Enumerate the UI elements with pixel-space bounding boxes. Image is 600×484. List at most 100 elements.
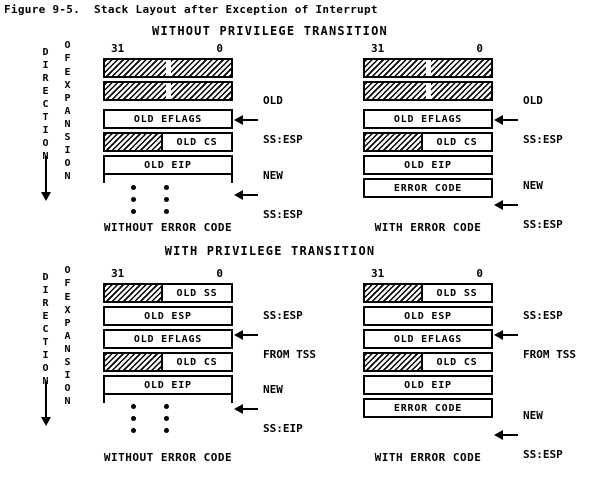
pointer-label-line: NEW — [263, 169, 283, 182]
hatch-fill — [430, 60, 491, 76]
bit-31-label: 31 — [111, 267, 125, 280]
stack-row-unused — [363, 81, 493, 101]
pointer-label-line: SS:ESP — [263, 133, 303, 146]
stack-row-old-cs: OLD CS — [363, 352, 493, 372]
pointer-label-line: NEW — [263, 383, 283, 396]
hatch-gap — [425, 83, 431, 99]
hatch-gap — [165, 83, 171, 99]
dot — [164, 428, 169, 433]
pointer-label-line: OLD — [523, 94, 543, 107]
pointer-label: NEW SS:ESP — [523, 153, 576, 257]
hatch-fill — [170, 83, 231, 99]
old-ss-label: OLD SS — [176, 287, 218, 299]
left-arrow-icon — [234, 404, 258, 414]
pointer-label: OLD SS:ESP — [263, 68, 316, 172]
stack-row-old-eip: OLD EIP — [103, 155, 233, 175]
diagram-caption: WITH ERROR CODE — [374, 451, 482, 464]
pointer-label: SS:ESP FROM TSS — [523, 283, 576, 387]
pointer-label-line: NEW — [523, 179, 543, 192]
stack-row-old-eflags: OLD EFLAGS — [363, 109, 493, 129]
stack-row-old-eip: OLD EIP — [363, 375, 493, 395]
stack-row-old-eip: OLD EIP — [103, 375, 233, 395]
bit-31-label: 31 — [111, 42, 125, 55]
expansion-label: EXPANSION — [62, 292, 73, 409]
dot — [164, 404, 169, 409]
pointer-label-line: SS:ESP — [523, 133, 563, 146]
stack-row-old-cs: OLD CS — [363, 132, 493, 152]
left-arrow-icon — [234, 115, 258, 125]
pointer-label-line: FROM TSS — [263, 348, 316, 361]
hatch-fill — [365, 134, 423, 150]
pointer-label: NEW SS:ESP — [523, 383, 576, 484]
left-arrow-icon — [494, 330, 518, 340]
stack-row-old-cs: OLD CS — [103, 132, 233, 152]
direction-of-label: OF — [62, 265, 73, 291]
old-ss-esp-pointer: OLD SS:ESP — [494, 68, 576, 172]
hatch-fill — [105, 354, 163, 370]
left-arrow-icon — [234, 330, 258, 340]
dot — [131, 209, 136, 214]
section-heading-with-privilege: WITH PRIVILEGE TRANSITION — [164, 244, 376, 258]
old-ss-esp-pointer: OLD SS:ESP — [234, 68, 316, 172]
stack-row-old-esp: OLD ESP — [363, 306, 493, 326]
hatch-gap — [425, 60, 431, 76]
old-cs-label: OLD CS — [176, 356, 218, 368]
pointer-label-line: SS:ESP — [523, 218, 563, 231]
stack-row-old-cs: OLD CS — [103, 352, 233, 372]
bit-0-label: 0 — [476, 267, 483, 280]
new-ss-esp-pointer: NEW SS:ESP — [494, 383, 576, 484]
hatch-fill — [365, 354, 423, 370]
stack-row-unused — [103, 81, 233, 101]
bit-0-label: 0 — [216, 267, 223, 280]
hatch-fill — [105, 134, 163, 150]
dot — [131, 185, 136, 190]
dot — [164, 185, 169, 190]
pointer-label: NEW SS:EIP — [263, 357, 316, 461]
old-cs-label: OLD CS — [436, 356, 478, 368]
stack-side-line — [231, 395, 233, 403]
dot — [164, 209, 169, 214]
diagram-caption: WITHOUT ERROR CODE — [103, 451, 233, 464]
pointer-label: OLD SS:ESP — [523, 68, 576, 172]
stack-continues-dots — [131, 185, 171, 215]
diagram-caption: WITHOUT ERROR CODE — [103, 221, 233, 234]
hatch-fill — [170, 60, 231, 76]
bit-0-label: 0 — [216, 42, 223, 55]
direction-of-label: OF — [62, 40, 73, 66]
left-arrow-icon — [494, 430, 518, 440]
stack-row-unused — [363, 58, 493, 78]
figure-title: Figure 9-5. Stack Layout after Exception… — [4, 3, 378, 16]
pointer-label-line: NEW — [523, 409, 543, 422]
direction-label: DIRECTION — [40, 272, 51, 389]
new-ss-esp-pointer: NEW SS:ESP — [234, 143, 316, 247]
stack-continues-dots — [131, 404, 171, 434]
pointer-label: SS:ESP FROM TSS — [263, 283, 316, 387]
dot — [131, 416, 136, 421]
stack-side-line — [231, 175, 233, 183]
bit-0-label: 0 — [476, 42, 483, 55]
section-heading-without-privilege: WITHOUT PRIVILEGE TRANSITION — [152, 24, 388, 38]
stack-row-error-code: ERROR CODE — [363, 178, 493, 198]
hatch-fill — [105, 83, 166, 99]
stack-row-old-eflags: OLD EFLAGS — [363, 329, 493, 349]
old-cs-label: OLD CS — [176, 136, 218, 148]
ss-esp-from-tss-pointer: SS:ESP FROM TSS — [494, 283, 576, 387]
stack-row-error-code: ERROR CODE — [363, 398, 493, 418]
hatch-fill — [105, 60, 166, 76]
pointer-label-line: OLD — [263, 94, 283, 107]
pointer-label-line: SS:EIP — [263, 422, 303, 435]
hatch-fill — [105, 285, 163, 301]
dot — [131, 428, 136, 433]
pointer-label-line: SS:ESP — [263, 208, 303, 221]
stack-row-old-eip: OLD EIP — [363, 155, 493, 175]
hatch-fill — [365, 60, 426, 76]
pointer-label: NEW SS:ESP — [263, 143, 316, 247]
stack-row-old-eflags: OLD EFLAGS — [103, 329, 233, 349]
bit-31-label: 31 — [371, 267, 385, 280]
ss-esp-from-tss-pointer: SS:ESP FROM TSS — [234, 283, 316, 387]
old-cs-label: OLD CS — [436, 136, 478, 148]
hatch-gap — [165, 60, 171, 76]
dot — [131, 404, 136, 409]
dot — [131, 197, 136, 202]
